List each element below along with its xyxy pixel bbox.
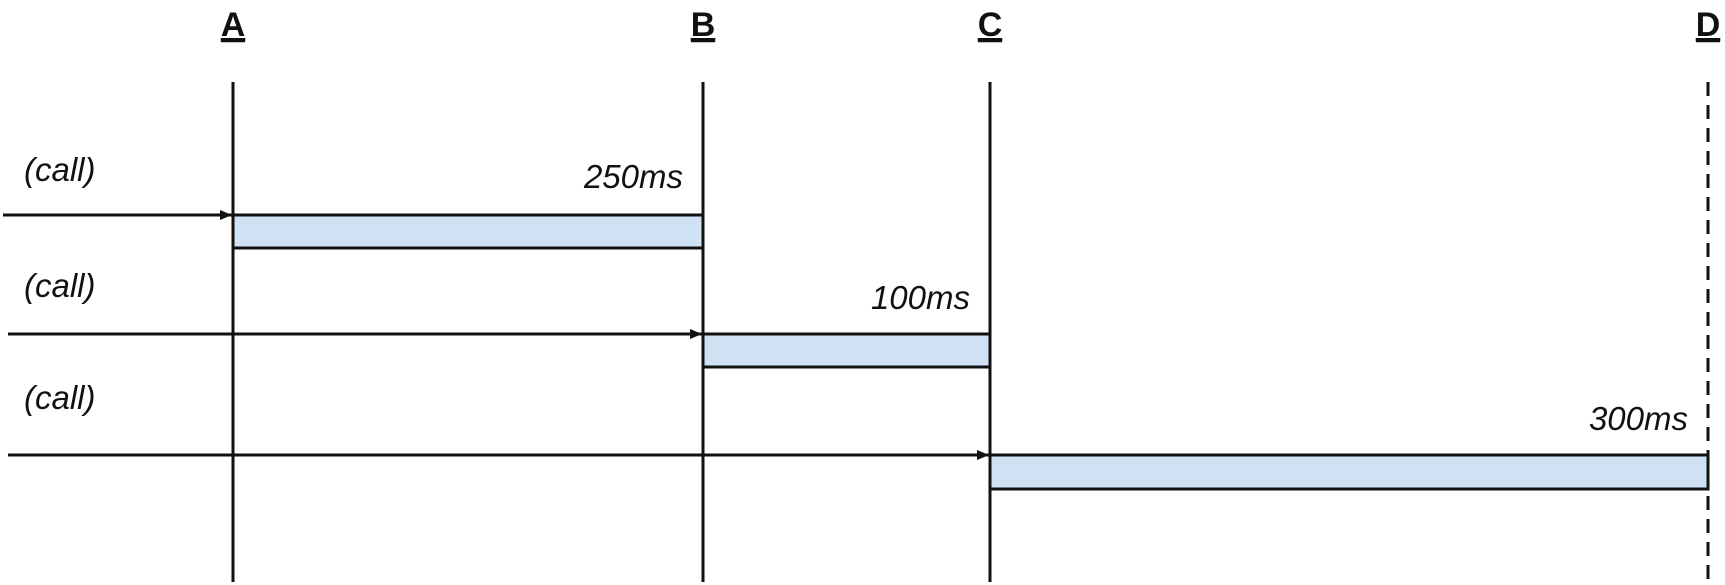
call-label: (call) <box>24 267 96 304</box>
marker-label-B: B <box>691 6 716 44</box>
duration-label: 250ms <box>583 158 683 195</box>
marker-label-D: D <box>1696 6 1721 44</box>
marker-label-A: A <box>221 6 246 44</box>
duration-label: 100ms <box>871 279 970 316</box>
call-label: (call) <box>24 151 96 188</box>
duration-bar <box>231 213 705 250</box>
duration-label: 300ms <box>1589 400 1688 437</box>
marker-label-C: C <box>978 6 1003 44</box>
call-label: (call) <box>24 379 96 416</box>
duration-bar <box>988 453 1710 491</box>
duration-bar <box>701 332 992 369</box>
